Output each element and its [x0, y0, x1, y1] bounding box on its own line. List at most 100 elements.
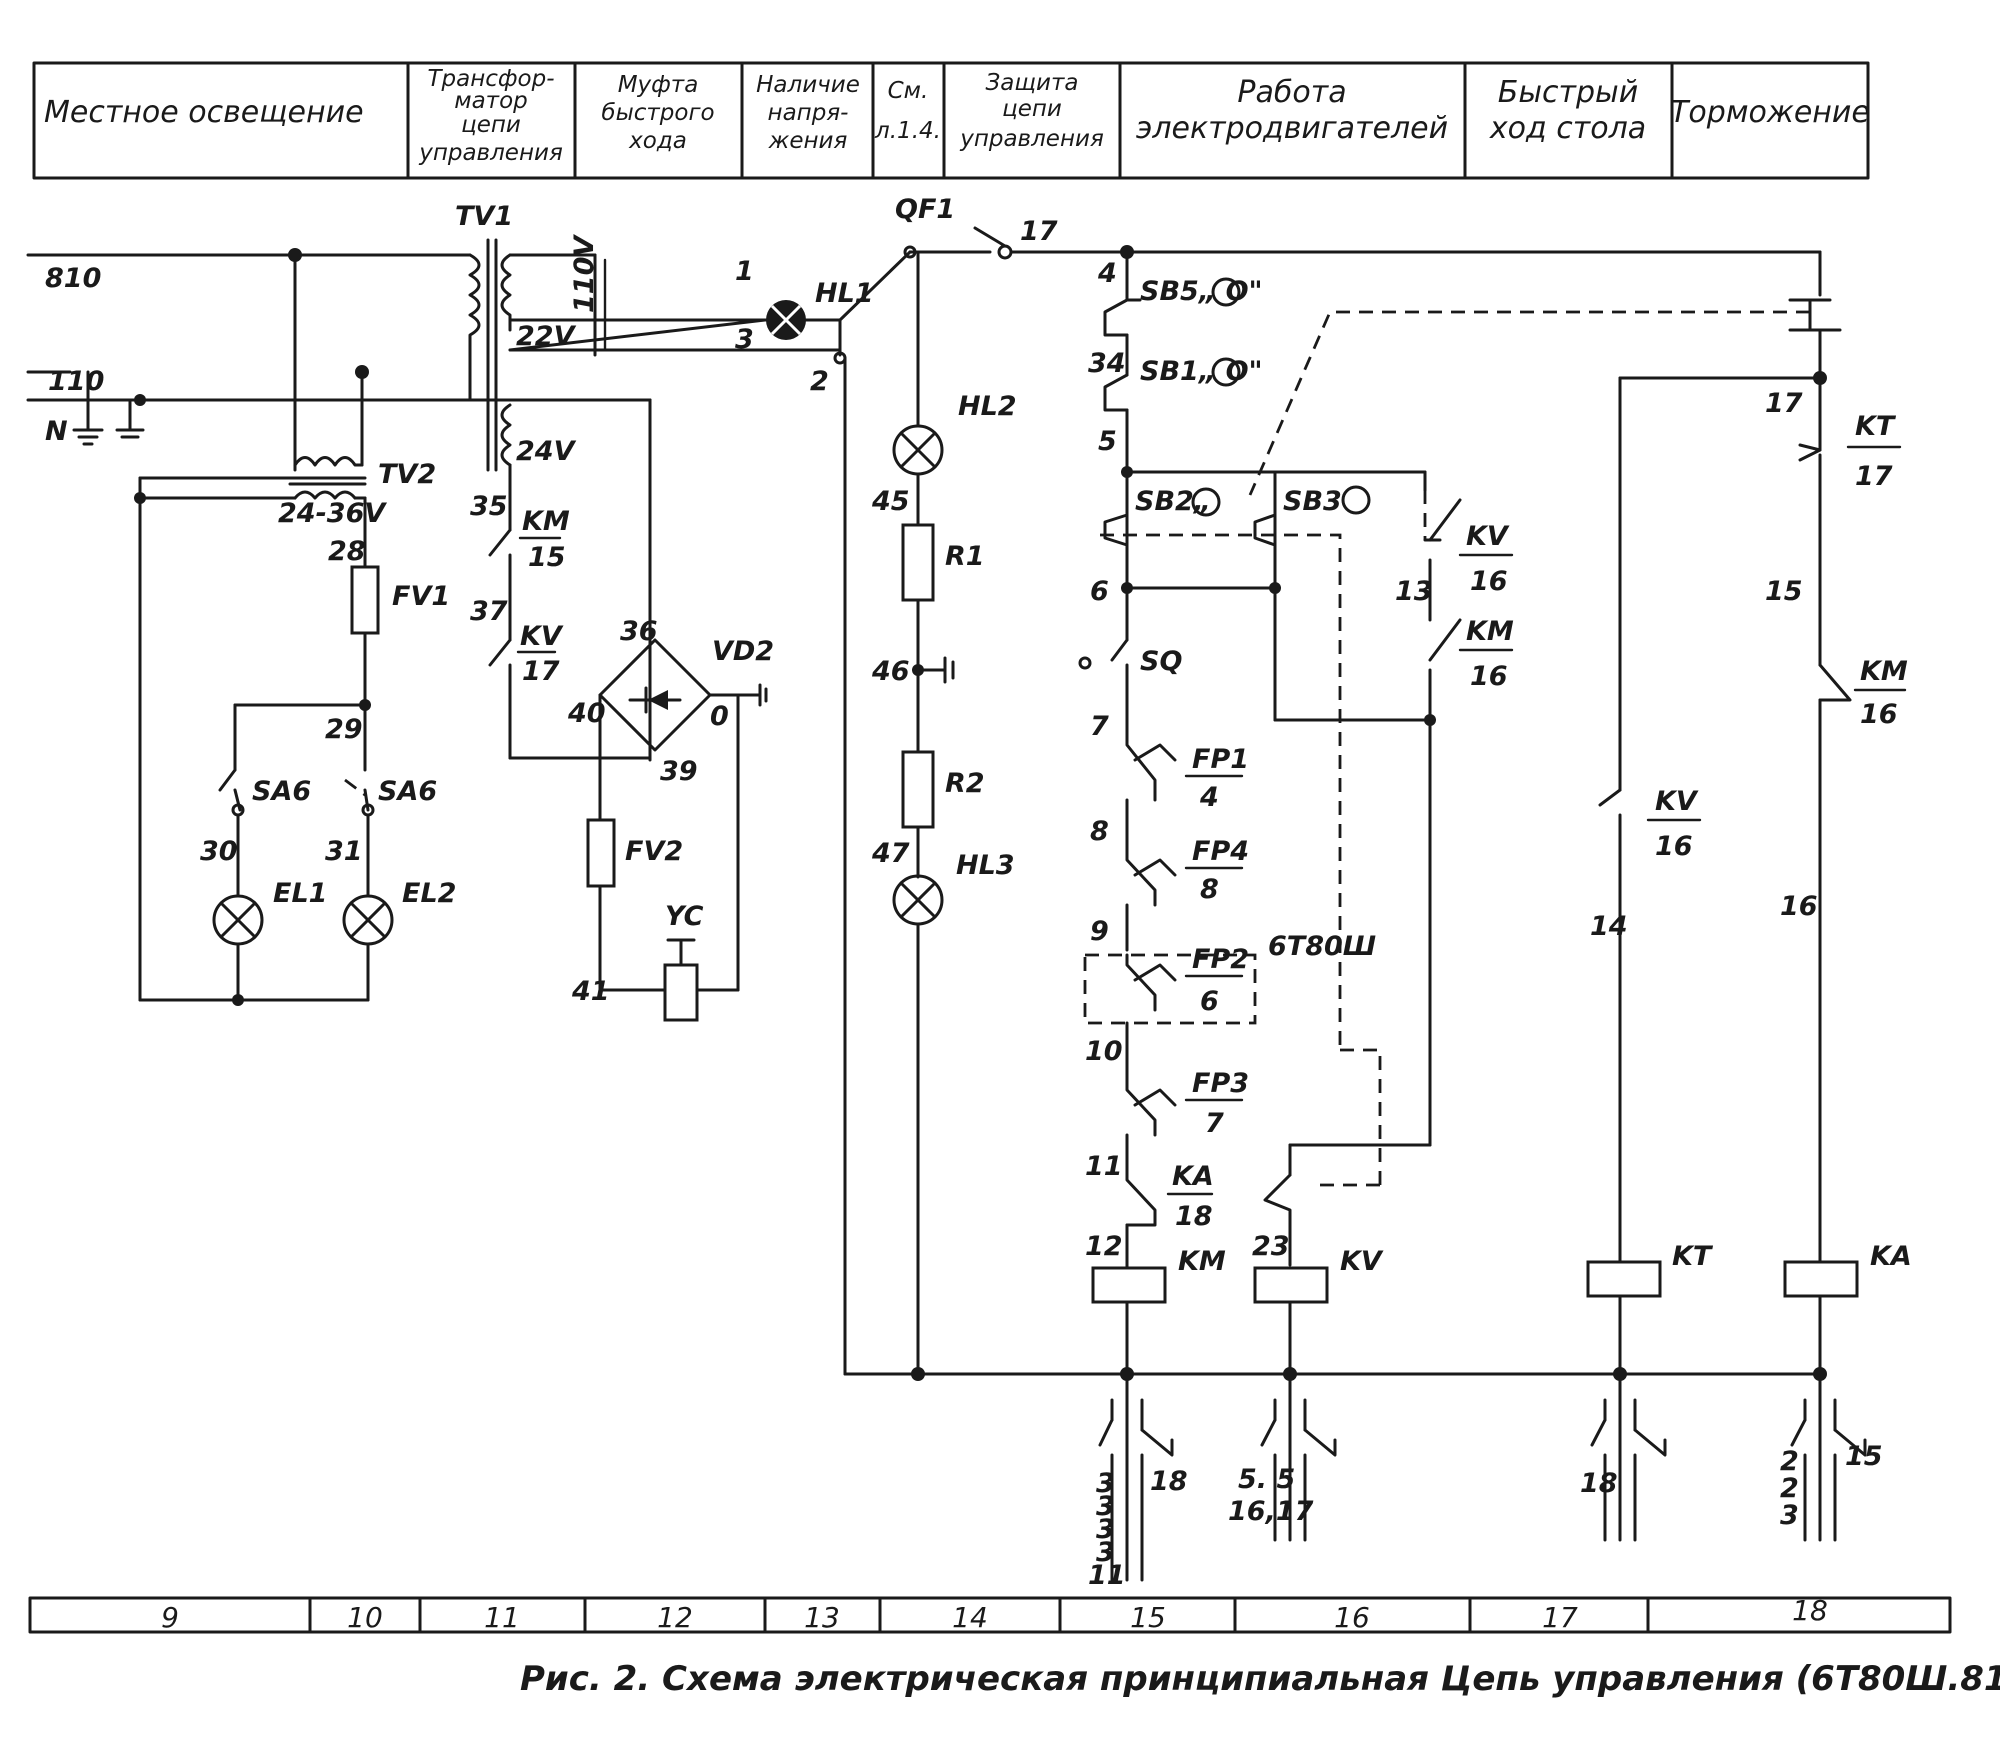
wire-29: 29: [325, 714, 363, 745]
wire-17: 17: [1765, 388, 1803, 419]
ref-km-no-3: 3: [1096, 1514, 1115, 1545]
clutch-yc: [663, 963, 699, 1022]
coil-kv: [1253, 1266, 1329, 1304]
label-coil-km: KM: [1178, 1246, 1226, 1277]
kt-branch: KV 16 14 KT: [1586, 250, 1842, 1381]
label-kv16-a-ref: 16: [1470, 566, 1508, 597]
label-fv1: FV1: [392, 581, 450, 612]
label-el2: EL2: [402, 878, 456, 909]
kv-chain: SB3 KV 16 13 KM 16 23 KV: [1252, 470, 1514, 1381]
coil-km: [1091, 1266, 1167, 1304]
wire-47: 47: [871, 838, 910, 869]
header-protection-line2: цепи: [1002, 96, 1062, 122]
zone-10: 10: [347, 1601, 383, 1634]
label-fp3-ref: 7: [1205, 1108, 1224, 1139]
label-fv2: FV2: [625, 836, 683, 867]
wire-45: 45: [871, 486, 910, 517]
ref-kv-no-2: 16,17: [1228, 1496, 1314, 1527]
zone-9: 9: [161, 1601, 179, 1634]
wire-15: 15: [1765, 576, 1803, 607]
label-kv16-b: KV: [1655, 786, 1699, 817]
header-braking: Торможение: [1670, 95, 1870, 130]
label-tv2: TV2: [378, 459, 436, 490]
wire-9: 9: [1090, 916, 1109, 947]
header-see-line1: См.: [888, 78, 929, 104]
wire-34: 34: [1088, 348, 1126, 379]
wire-1: 1: [735, 256, 754, 287]
zone-13: 13: [804, 1601, 840, 1634]
label-kv16-b-ref: 16: [1655, 831, 1693, 862]
header-protection-line3: управления: [959, 126, 1104, 152]
label-km16: KM: [1466, 616, 1514, 647]
hl2-branch: HL2 45 R1 46 R2 47 HL3: [871, 250, 1017, 1381]
wire-4: 4: [1097, 258, 1117, 289]
wire-36: 36: [620, 616, 658, 647]
label-qf1-wire: 17: [1020, 216, 1058, 247]
km-chain: 4 SB5„ O" 34 SB1„ O" 5 SB2„ 6 SQ 7 FP1 4: [1078, 250, 1427, 1381]
ref-km-no-4: 3: [1096, 1537, 1115, 1568]
label-sq: SQ: [1140, 646, 1182, 677]
lamp-hl2: [892, 424, 944, 476]
ref-km-no-5: 11: [1088, 1560, 1126, 1591]
label-24v: 24V: [516, 436, 577, 467]
wire-3: 3: [735, 324, 754, 355]
voltage-indicator-branch: 1 3 2 HL1: [508, 250, 1582, 1376]
label-km15: KM: [522, 506, 570, 537]
ref-km-no-2: 3: [1096, 1491, 1115, 1522]
label-km15-ref: 15: [528, 542, 566, 573]
label-sa6-b: SA6: [378, 776, 437, 807]
header-see-line2: л.1.4.: [874, 118, 941, 144]
wire-23: 23: [1252, 1231, 1290, 1262]
header-transformer-line2: матор: [454, 88, 528, 114]
label-r1: R1: [945, 541, 985, 572]
label-sb1: SB1„ O": [1140, 356, 1263, 387]
resistor-r2: [901, 750, 935, 829]
label-ka-contact-ref: 18: [1175, 1201, 1213, 1232]
label-vd2: VD2: [712, 636, 774, 667]
relay-frame: [1083, 953, 1257, 1025]
label-r2: R2: [945, 768, 985, 799]
label-sa6-a: SA6: [252, 776, 311, 807]
header-clutch-line1: Муфта: [618, 72, 699, 98]
label-hl3: HL3: [956, 850, 1015, 881]
wire-39: 39: [660, 756, 698, 787]
ref-kt-no: 18: [1580, 1468, 1618, 1499]
wire-10: 10: [1085, 1036, 1123, 1067]
coil-ka: [1783, 1260, 1859, 1298]
contact-tables: 3 3 3 3 11 18 5. 5 16,17 18 2 2 3: [1088, 1372, 1883, 1591]
label-yc: YC: [665, 901, 704, 932]
label-km16-b: KM: [1860, 656, 1908, 687]
header-clutch-line2: быстрого: [601, 100, 714, 126]
label-qf1: QF1: [895, 194, 955, 225]
label-model: 6Т80Ш: [1268, 931, 1376, 962]
wire-14: 14: [1590, 911, 1628, 942]
wire-0: 0: [710, 701, 729, 732]
label-hl2: HL2: [958, 391, 1017, 422]
bridge-vd2: [598, 638, 712, 752]
ref-ka-no-2: 2: [1780, 1473, 1799, 1504]
ref-km-no-1: 3: [1096, 1468, 1115, 1499]
clutch-branch: 35 KM 15 37 KV 17 36 40 39 0 VD2 FV2: [470, 398, 774, 1022]
label-fp3: FP3: [1192, 1068, 1249, 1099]
zone-18: 18: [1792, 1594, 1828, 1627]
wire-35: 35: [470, 491, 508, 522]
wire-37: 37: [470, 596, 508, 627]
resistor-r1: [901, 523, 935, 602]
ref-ka-no-1: 2: [1780, 1446, 1799, 1477]
header-clutch-line3: хода: [628, 128, 687, 154]
zone-17: 17: [1542, 1601, 1578, 1634]
lamp-el2: [342, 894, 394, 946]
header-motors-line1: Работа: [1237, 75, 1346, 110]
header-motors-line2: электродвигателей: [1136, 111, 1448, 146]
label-kv17: KV: [520, 621, 564, 652]
label-hl1: HL1: [815, 278, 874, 309]
zone-16: 16: [1334, 1601, 1370, 1634]
wire-110: 110: [48, 366, 104, 397]
label-fp2: FP2: [1192, 944, 1249, 975]
wire-28: 28: [328, 536, 366, 567]
fuse-fv1: [350, 565, 380, 635]
local-lighting-branch: 28 FV1 29 SA6 SA6 30 31 EL1 EL2: [138, 536, 456, 1006]
label-km16-ref: 16: [1470, 661, 1508, 692]
header-rapid-line1: Быстрый: [1498, 75, 1638, 110]
